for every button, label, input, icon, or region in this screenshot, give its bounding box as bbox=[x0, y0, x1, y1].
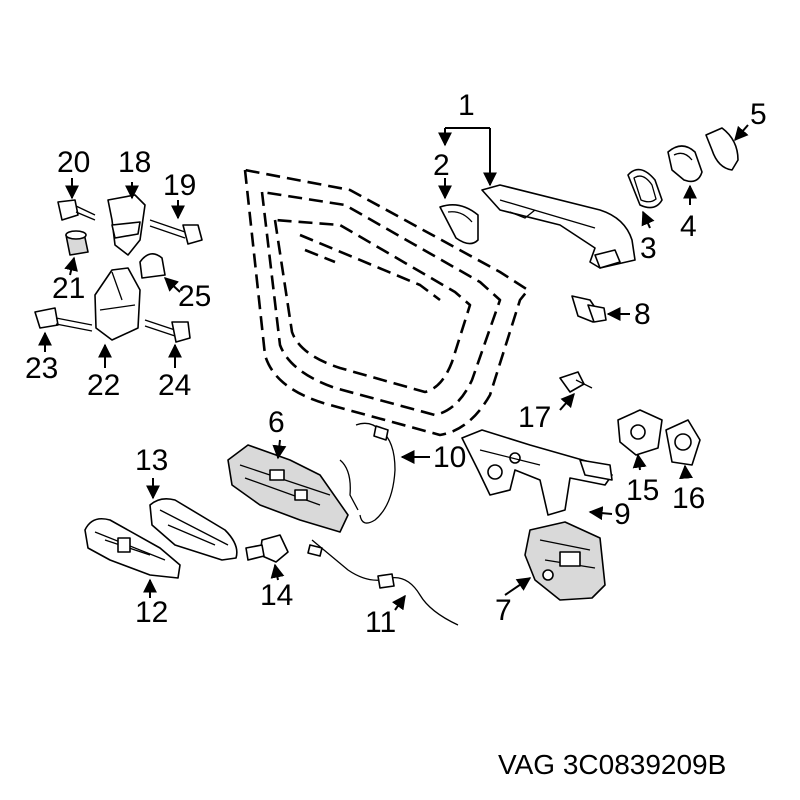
bolt-20 bbox=[57, 199, 96, 221]
door-frame-outline bbox=[243, 168, 530, 437]
inner-lock-assembly bbox=[227, 444, 349, 533]
plate-16 bbox=[665, 419, 701, 466]
cap-25 bbox=[139, 253, 166, 279]
bolt-14 bbox=[245, 534, 289, 563]
bolt-23 bbox=[34, 307, 93, 332]
hinge-22 bbox=[94, 267, 141, 341]
inner-handle-bezel bbox=[149, 498, 238, 561]
handle-carrier bbox=[461, 429, 613, 516]
callout-1: 1 bbox=[458, 89, 475, 122]
bolt-19 bbox=[149, 219, 203, 245]
part-number-caption: VAG 3C0839209B bbox=[498, 749, 726, 780]
cap-21 bbox=[65, 230, 89, 256]
callout-19: 19 bbox=[163, 169, 196, 202]
bolt-8 bbox=[571, 295, 607, 323]
callout-18: 18 bbox=[118, 146, 151, 179]
callout-15: 15 bbox=[626, 474, 659, 507]
inner-handle bbox=[84, 517, 181, 579]
callout-2: 2 bbox=[433, 149, 450, 182]
leader-lines bbox=[38, 124, 749, 611]
cable-11 bbox=[307, 539, 459, 626]
callout-10: 10 bbox=[433, 441, 466, 474]
callout-17: 17 bbox=[518, 401, 551, 434]
lock-cylinder-gasket bbox=[627, 168, 663, 209]
callout-3: 3 bbox=[640, 232, 657, 265]
callout-11: 11 bbox=[365, 606, 396, 639]
callout-12: 12 bbox=[135, 596, 168, 629]
callout-8: 8 bbox=[634, 298, 651, 331]
callout-4: 4 bbox=[680, 210, 697, 243]
callout-9: 9 bbox=[614, 498, 631, 531]
callout-6: 6 bbox=[268, 406, 285, 439]
bolt-24 bbox=[144, 319, 191, 343]
callout-20: 20 bbox=[57, 146, 90, 179]
door-lock bbox=[524, 521, 606, 601]
outer-handle-gasket bbox=[439, 204, 479, 245]
callout-13: 13 bbox=[135, 444, 168, 477]
cable-10 bbox=[339, 422, 396, 524]
callout-23: 23 bbox=[25, 352, 58, 385]
callout-5: 5 bbox=[750, 98, 767, 131]
outer-door-handle bbox=[481, 184, 636, 269]
handle-end-cover bbox=[705, 127, 739, 171]
plate-15 bbox=[617, 409, 663, 456]
callout-21: 21 bbox=[52, 272, 85, 305]
callout-25: 25 bbox=[178, 280, 211, 313]
callout-7: 7 bbox=[495, 594, 512, 627]
callout-16: 16 bbox=[672, 482, 705, 515]
callout-24: 24 bbox=[158, 369, 191, 402]
bracket-18 bbox=[107, 194, 146, 256]
callout-22: 22 bbox=[87, 369, 120, 402]
screw-17 bbox=[559, 371, 593, 393]
callout-14: 14 bbox=[260, 579, 293, 612]
handle-cap bbox=[667, 145, 703, 183]
